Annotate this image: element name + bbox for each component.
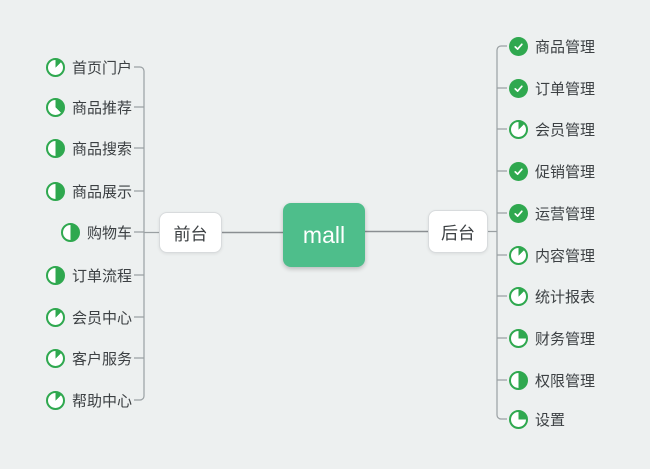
topic-item-label: 促销管理 xyxy=(535,163,596,181)
topic-item-right-4[interactable]: 运营管理 xyxy=(509,200,595,226)
topic-item-label: 商品搜索 xyxy=(71,140,132,158)
topic-item-right-7[interactable]: 财务管理 xyxy=(509,325,595,351)
topic-item-right-9[interactable]: 设置 xyxy=(509,406,565,432)
root-node-label: mall xyxy=(302,221,346,248)
topic-item-label: 运营管理 xyxy=(535,205,596,223)
topic-item-right-0[interactable]: 商品管理 xyxy=(509,33,595,59)
check-circle-icon xyxy=(509,161,528,181)
progress-pie-icon xyxy=(45,97,65,117)
topic-item-label: 帮助中心 xyxy=(71,392,132,410)
topic-item-label: 权限管理 xyxy=(535,372,596,390)
progress-pie-icon xyxy=(45,265,65,285)
topic-item-label: 内容管理 xyxy=(535,247,596,265)
topic-item-left-1[interactable]: 商品推荐 xyxy=(45,94,132,120)
progress-pie-icon xyxy=(45,307,65,327)
topic-item-label: 商品展示 xyxy=(71,183,132,201)
branch-node-frontend-label: 前台 xyxy=(173,225,208,244)
branch-node-backend-label: 后台 xyxy=(441,224,475,243)
topic-item-left-3[interactable]: 商品展示 xyxy=(45,178,132,204)
progress-pie-icon xyxy=(45,390,65,410)
topic-item-label: 订单流程 xyxy=(71,267,132,285)
topic-item-right-1[interactable]: 订单管理 xyxy=(509,75,595,101)
topic-item-label: 首页门户 xyxy=(71,59,132,77)
progress-pie-icon xyxy=(45,181,65,201)
progress-pie-icon xyxy=(45,348,65,368)
root-node-mall[interactable]: mall xyxy=(283,203,365,267)
topic-item-label: 订单管理 xyxy=(535,80,596,98)
branch-node-backend[interactable]: 后台 xyxy=(428,210,488,253)
topic-item-left-5[interactable]: 订单流程 xyxy=(45,262,132,288)
progress-pie-icon xyxy=(509,119,528,139)
topic-item-right-3[interactable]: 促销管理 xyxy=(509,158,595,184)
topic-item-left-7[interactable]: 客户服务 xyxy=(45,345,132,371)
topic-item-label: 客户服务 xyxy=(71,350,132,368)
topic-item-label: 统计报表 xyxy=(535,288,596,306)
check-circle-icon xyxy=(509,36,528,56)
topic-item-right-8[interactable]: 权限管理 xyxy=(509,367,595,393)
topic-item-label: 设置 xyxy=(535,411,566,429)
branch-node-frontend[interactable]: 前台 xyxy=(159,212,222,253)
progress-pie-icon xyxy=(45,57,65,77)
progress-pie-icon xyxy=(509,409,528,429)
topic-item-right-5[interactable]: 内容管理 xyxy=(509,242,595,268)
progress-pie-icon xyxy=(60,222,80,242)
check-circle-icon xyxy=(509,203,528,223)
progress-pie-icon xyxy=(509,286,528,306)
progress-pie-icon xyxy=(509,328,528,348)
topic-item-left-0[interactable]: 首页门户 xyxy=(45,54,132,80)
progress-pie-icon xyxy=(509,245,528,265)
topic-item-left-2[interactable]: 商品搜索 xyxy=(45,135,132,161)
topic-item-left-4[interactable]: 购物车 xyxy=(60,219,132,245)
topic-item-label: 购物车 xyxy=(86,224,132,242)
topic-item-label: 会员管理 xyxy=(535,121,596,139)
topic-item-right-2[interactable]: 会员管理 xyxy=(509,116,595,142)
topic-item-label: 商品管理 xyxy=(535,38,596,56)
topic-item-label: 财务管理 xyxy=(535,330,596,348)
progress-pie-icon xyxy=(45,138,65,158)
topic-item-left-6[interactable]: 会员中心 xyxy=(45,304,132,330)
progress-pie-icon xyxy=(509,370,528,390)
topic-item-label: 会员中心 xyxy=(71,309,132,327)
check-circle-icon xyxy=(509,78,528,98)
topic-item-label: 商品推荐 xyxy=(71,99,132,117)
topic-item-left-8[interactable]: 帮助中心 xyxy=(45,387,132,413)
topic-item-right-6[interactable]: 统计报表 xyxy=(509,283,595,309)
